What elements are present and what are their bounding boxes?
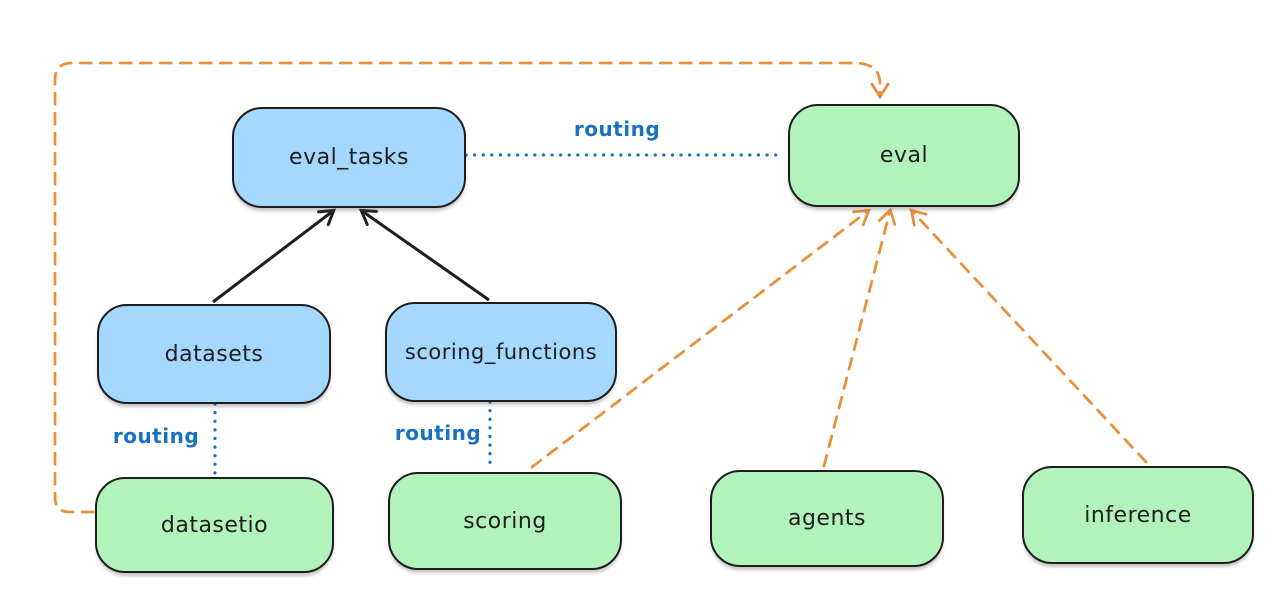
node-eval: eval (788, 104, 1020, 207)
edge-scoring-to-eval (530, 208, 871, 469)
node-eval-tasks: eval_tasks (232, 107, 466, 208)
node-scoring-functions: scoring_functions (385, 302, 617, 402)
node-datasetio-label: datasetio (160, 512, 269, 538)
node-agents: agents (710, 470, 944, 567)
routing-label-scoring-functions-scoring: routing (394, 421, 482, 445)
routing-label-datasets-datasetio: routing (112, 424, 200, 448)
node-datasets-label: datasets (164, 341, 264, 367)
node-eval-tasks-label: eval_tasks (289, 145, 409, 170)
node-scoring-functions-label: scoring_functions (404, 340, 598, 364)
edge-scoring-functions-to-eval-tasks (358, 208, 490, 302)
node-inference-label: inference (1084, 502, 1192, 528)
node-agents-label: agents (787, 506, 866, 531)
routing-label-eval-tasks-eval: routing (573, 117, 661, 141)
node-eval-label: eval (879, 143, 929, 168)
node-scoring-label: scoring (463, 508, 547, 534)
node-datasetio: datasetio (95, 477, 334, 573)
edge-inference-to-eval (909, 208, 1148, 464)
edge-agents-to-eval (822, 207, 897, 468)
node-datasets: datasets (97, 304, 331, 404)
node-scoring: scoring (388, 472, 622, 570)
edge-datasets-to-eval-tasks (212, 208, 337, 304)
node-inference: inference (1022, 466, 1254, 564)
